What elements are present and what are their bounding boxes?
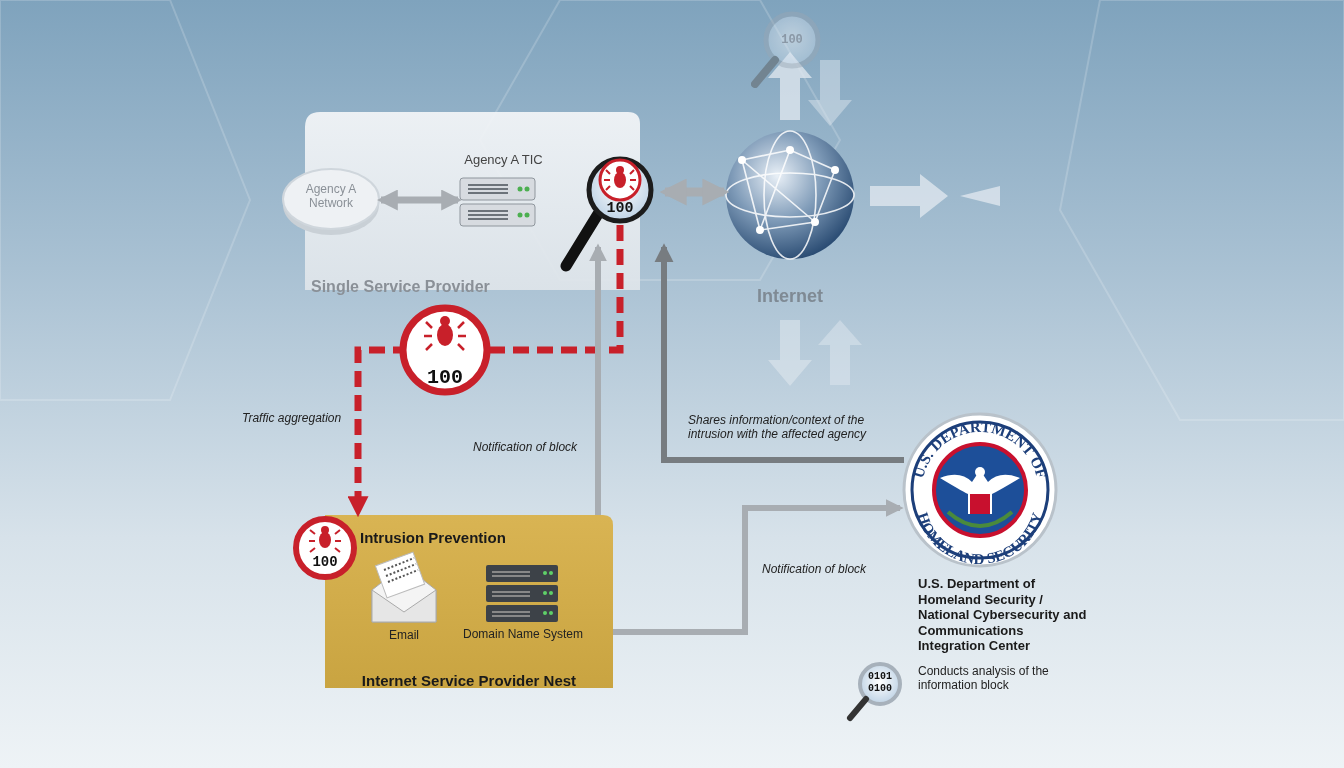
- dns-server: Domain Name System: [450, 557, 596, 650]
- binary-code: 0100: [864, 683, 896, 695]
- node-text: Domain Name System: [450, 627, 596, 641]
- edge-label: Traffic aggregation: [242, 412, 362, 426]
- node-text: Email: [362, 628, 446, 642]
- flow-arrow: [595, 247, 601, 515]
- flow-arrow: [381, 197, 458, 204]
- binary-code: 0101: [864, 671, 896, 683]
- internet-globe: Internet: [722, 128, 858, 312]
- note-text: Conducts analysis of the information blo…: [918, 665, 1083, 693]
- node-text: Internet Service Provider Nest: [325, 672, 613, 690]
- edge-label: Notification of block: [762, 563, 887, 577]
- flow-arrow: [358, 225, 620, 513]
- seal-text: HOMELAND SECURITY: [915, 510, 1046, 567]
- binary-code: 100: [306, 554, 344, 570]
- agency-seal: U.S. Department of Homeland Security / N…: [900, 408, 1090, 656]
- provider-panel: Single Service ProviderAgency A NetworkA…: [305, 112, 640, 298]
- node-text: Agency A TIC: [446, 152, 561, 168]
- node-text: U.S. Department of Homeland Security / N…: [918, 576, 1090, 654]
- node-text: Internet: [722, 286, 858, 308]
- flow-arrow: [664, 247, 904, 460]
- binary-code: 100: [774, 34, 810, 48]
- seal-text: U.S. DEPARTMENT OF: [910, 419, 1049, 480]
- network-disc: Agency A Network: [283, 169, 379, 229]
- binary-code: 100: [598, 200, 642, 217]
- edge-label: Notification of block: [473, 441, 591, 455]
- node-text: Agency A Network: [283, 182, 379, 211]
- isp-box: Intrusion PreventionInternet Service Pro…: [325, 515, 613, 692]
- email-icon: Email: [362, 555, 446, 650]
- flow-arrow: [665, 188, 724, 197]
- node-text: Intrusion Prevention: [360, 529, 600, 547]
- edge-label: Shares information/context of the intrus…: [688, 414, 893, 442]
- binary-code: 100: [418, 366, 472, 389]
- node-text: Single Service Provider: [311, 277, 551, 296]
- flow-arrow: [613, 508, 900, 632]
- tic-server: Agency A TIC: [440, 148, 665, 245]
